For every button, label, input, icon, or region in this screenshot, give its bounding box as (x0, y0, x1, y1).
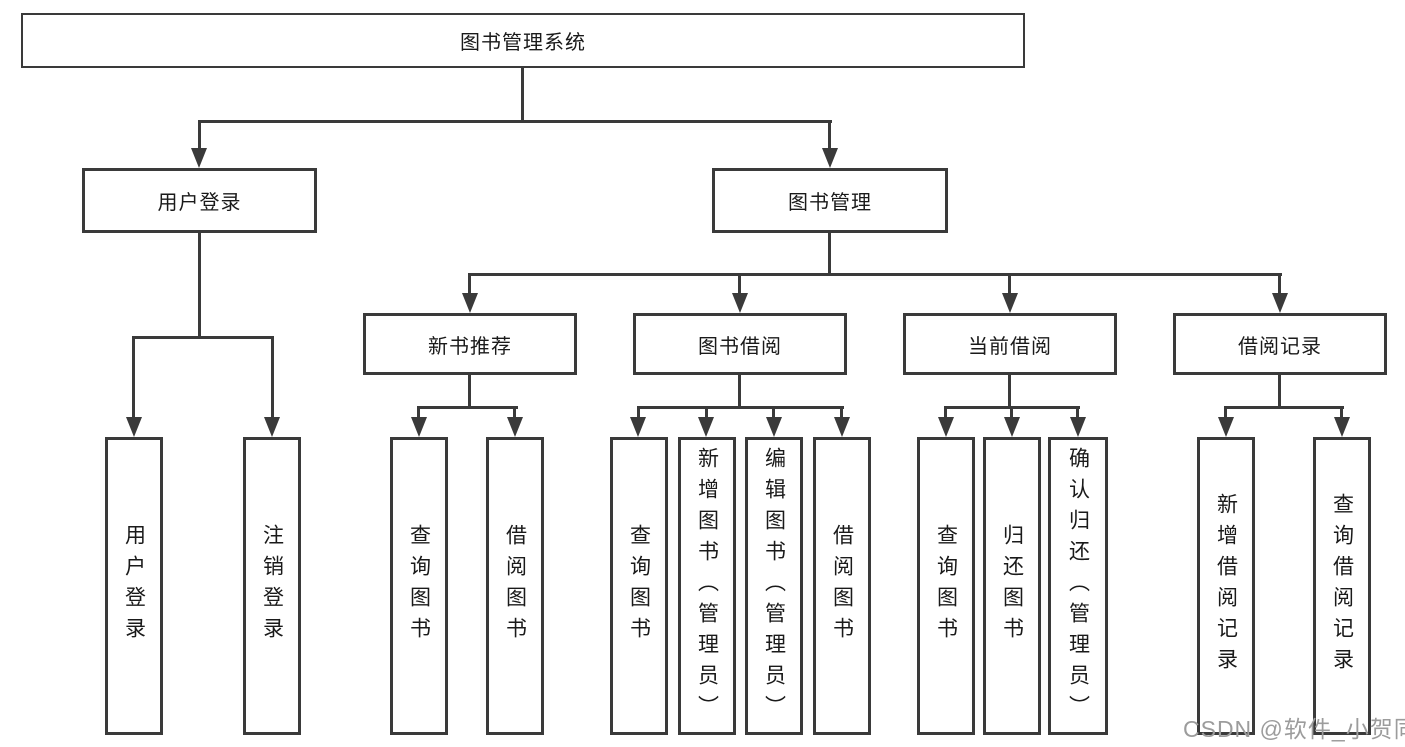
node-label: 图书借阅 (698, 335, 782, 358)
node-edit-books-admin: 编辑图书（管理员） (745, 437, 803, 735)
node-label: 新增图书（管理员） (695, 446, 719, 726)
node-query-books: 查询图书 (917, 437, 975, 735)
arrow-down-icon (630, 417, 646, 437)
connector-line (637, 406, 640, 419)
connector-line (198, 120, 832, 123)
node-return-books: 归还图书 (983, 437, 1041, 735)
node-label: 借阅图书 (503, 524, 527, 648)
node-logout: 注销登录 (243, 437, 301, 735)
connector-line (198, 233, 201, 337)
arrow-down-icon (507, 417, 523, 437)
connector-line (1224, 406, 1227, 419)
node-add-borrow-record: 新增借阅记录 (1197, 437, 1255, 735)
arrow-down-icon (766, 417, 782, 437)
connector-line (772, 406, 775, 419)
node-label: 编辑图书（管理员） (762, 446, 786, 726)
node-add-books-admin: 新增图书（管理员） (678, 437, 736, 735)
connector-line (1076, 406, 1079, 419)
arrow-down-icon (938, 417, 954, 437)
connector-line (738, 375, 741, 408)
connector-line (417, 406, 420, 419)
node-library-system: 图书管理系统 (21, 13, 1025, 68)
node-borrow-books: 借阅图书 (813, 437, 871, 735)
connector-line (417, 406, 518, 409)
arrow-down-icon (822, 148, 838, 168)
node-label: 新增借阅记录 (1214, 493, 1238, 679)
arrow-down-icon (1002, 293, 1018, 313)
connector-line (1008, 375, 1011, 408)
connector-line (1224, 406, 1344, 409)
arrow-down-icon (462, 293, 478, 313)
connector-line (1278, 375, 1281, 408)
arrow-down-icon (732, 293, 748, 313)
arrow-down-icon (834, 417, 850, 437)
connector-line (198, 120, 201, 150)
node-user-login: 用户登录 (82, 168, 317, 233)
arrow-down-icon (191, 148, 207, 168)
node-label: 查询借阅记录 (1330, 493, 1354, 679)
connector-line (468, 273, 1282, 276)
connector-line (468, 273, 471, 295)
node-query-books: 查询图书 (610, 437, 668, 735)
arrow-down-icon (1218, 417, 1234, 437)
node-label: 用户登录 (157, 192, 242, 214)
node-label: 当前借阅 (968, 335, 1052, 358)
connector-line (637, 406, 844, 409)
connector-line (513, 406, 516, 419)
node-current-borrow: 当前借阅 (903, 313, 1117, 375)
connector-line (1278, 273, 1281, 295)
connector-line (944, 406, 947, 419)
connector-line (271, 336, 274, 419)
connector-line (738, 273, 741, 295)
arrow-down-icon (411, 417, 427, 437)
node-query-books: 查询图书 (390, 437, 448, 735)
arrow-down-icon (1334, 417, 1350, 437)
node-label: 借阅记录 (1238, 335, 1322, 358)
node-borrow-records: 借阅记录 (1173, 313, 1387, 375)
node-user-login-leaf: 用户登录 (105, 437, 163, 735)
node-new-book-recommend: 新书推荐 (363, 313, 577, 375)
node-label: 注销登录 (260, 524, 284, 648)
node-label: 新书推荐 (428, 335, 512, 358)
node-label: 用户登录 (122, 524, 146, 648)
node-book-management: 图书管理 (712, 168, 948, 233)
connector-line (840, 406, 843, 419)
node-label: 查询图书 (934, 524, 958, 648)
connector-line (1008, 273, 1011, 295)
node-label: 图书管理 (788, 192, 872, 214)
connector-line (828, 233, 831, 275)
connector-line (1010, 406, 1013, 419)
connector-line (705, 406, 708, 419)
node-label: 归还图书 (1000, 524, 1024, 648)
connector-line (133, 336, 274, 339)
node-confirm-return-admin: 确认归还（管理员） (1048, 437, 1108, 735)
node-label: 借阅图书 (830, 524, 854, 648)
arrow-down-icon (1272, 293, 1288, 313)
connector-line (1340, 406, 1343, 419)
connector-line (468, 375, 471, 408)
node-label: 图书管理系统 (460, 32, 586, 54)
connector-line (828, 120, 831, 150)
arrow-down-icon (1070, 417, 1086, 437)
arrow-down-icon (1004, 417, 1020, 437)
node-query-borrow-record: 查询借阅记录 (1313, 437, 1371, 735)
node-book-borrow: 图书借阅 (633, 313, 847, 375)
node-label: 查询图书 (407, 524, 431, 648)
node-borrow-books: 借阅图书 (486, 437, 544, 735)
node-label: 查询图书 (627, 524, 651, 648)
node-label: 确认归还（管理员） (1066, 446, 1090, 726)
connector-line (132, 336, 135, 419)
arrow-down-icon (126, 417, 142, 437)
csdn-watermark: CSDN @软件_小贺同学 (1183, 716, 1405, 742)
connector-line (521, 67, 524, 120)
arrow-down-icon (698, 417, 714, 437)
arrow-down-icon (264, 417, 280, 437)
